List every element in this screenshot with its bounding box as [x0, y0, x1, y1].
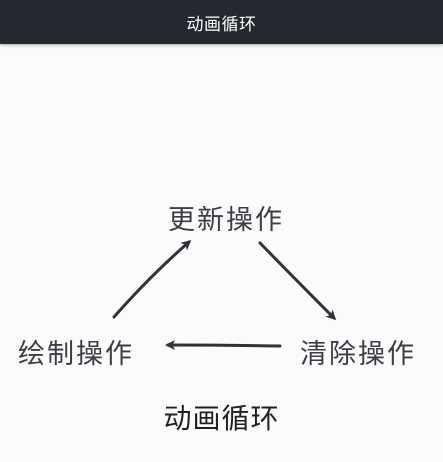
diagram-caption: 动画循环	[163, 402, 280, 435]
diagram-canvas: 更新操作 绘制操作 清除操作 动画循环	[0, 44, 443, 462]
node-update: 更新操作	[168, 205, 284, 236]
page-title: 动画循环	[186, 14, 257, 35]
cycle-arrows	[112, 240, 337, 351]
title-bar: 动画循环	[0, 0, 443, 44]
arrow-update-to-clear	[258, 241, 337, 321]
node-draw: 绘制操作	[18, 339, 134, 370]
arrow-clear-to-draw	[165, 340, 282, 351]
arrow-draw-to-update	[112, 240, 192, 319]
node-clear: 清除操作	[300, 339, 416, 370]
